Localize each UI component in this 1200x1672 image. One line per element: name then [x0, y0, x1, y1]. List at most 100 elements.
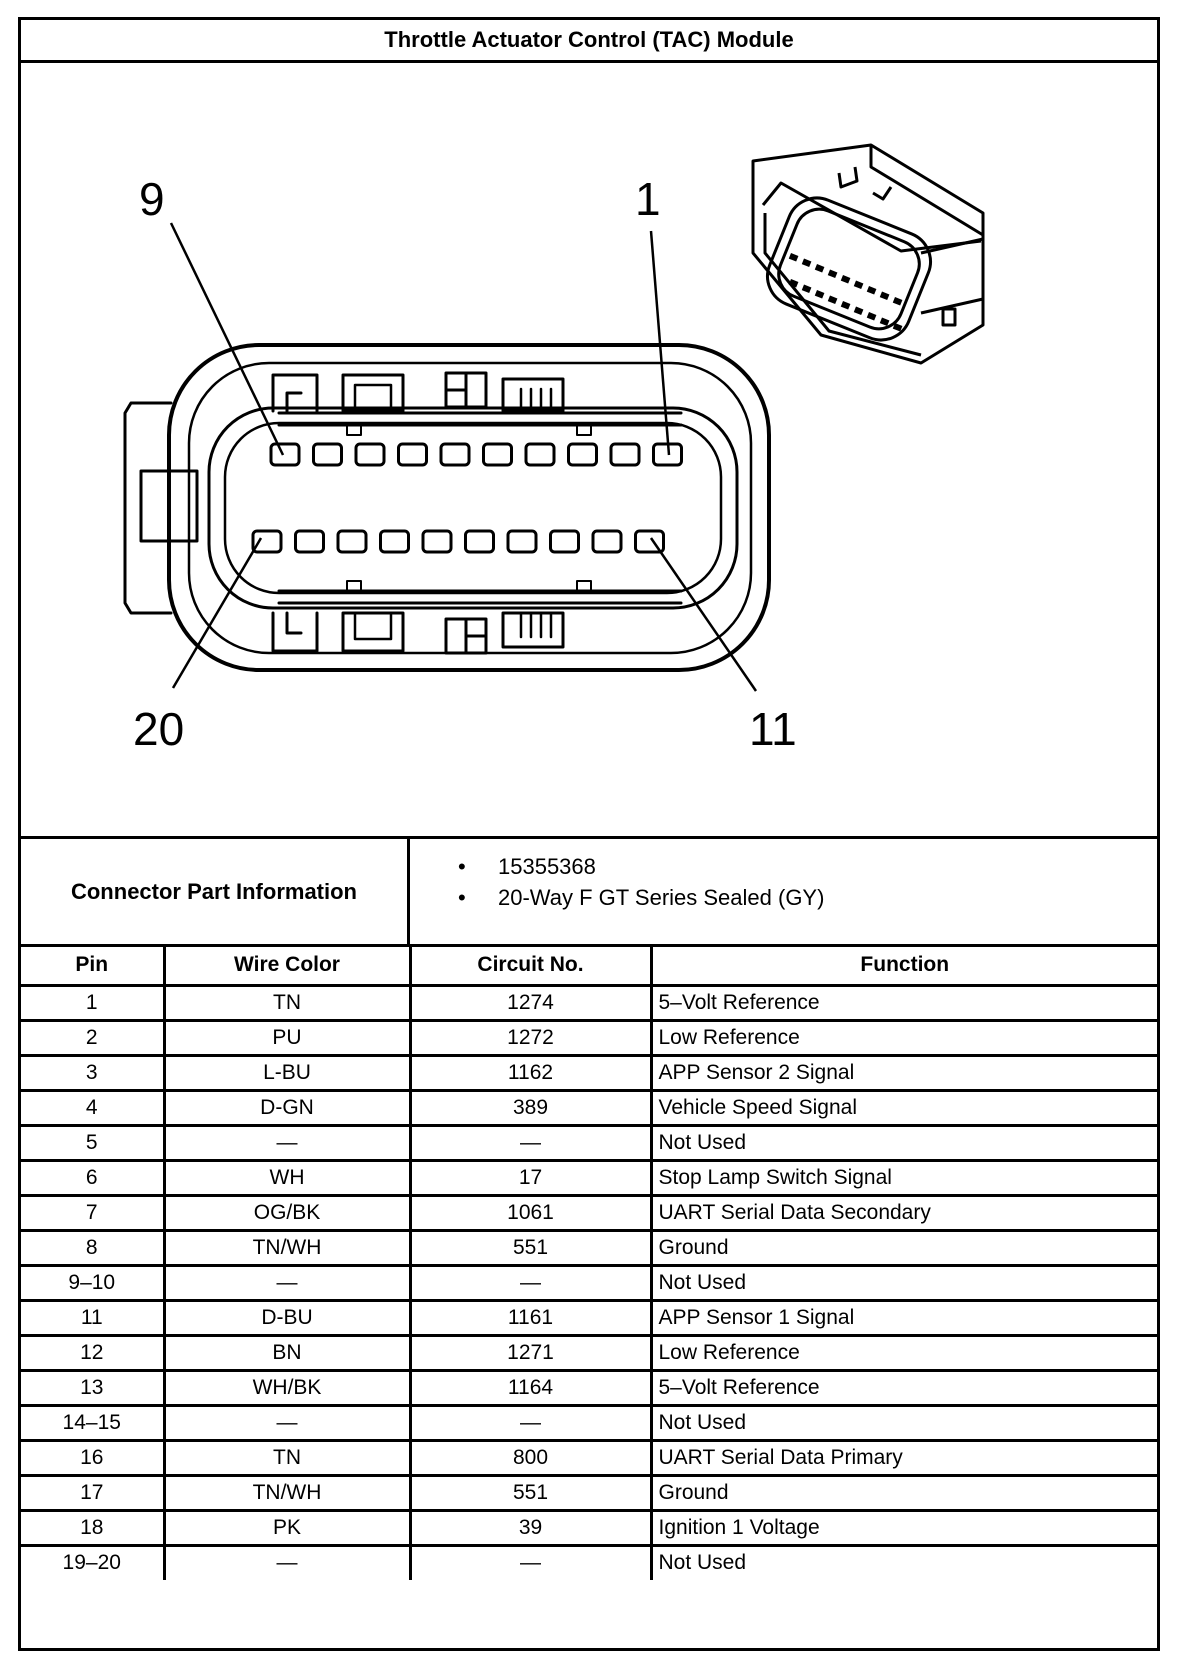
cell-wire-color: —	[164, 1405, 412, 1442]
cell-pin: 16	[21, 1440, 166, 1477]
cell-circuit-no: 1162	[410, 1055, 653, 1092]
cell-wire-color: PK	[164, 1510, 412, 1547]
cell-circuit-no: —	[410, 1405, 653, 1442]
cell-pin: 7	[21, 1195, 166, 1232]
iso-pin-slot	[814, 264, 825, 273]
pin-cavity	[609, 442, 641, 467]
cell-function: APP Sensor 1 Signal	[651, 1300, 1157, 1337]
rail-notch	[346, 424, 362, 436]
cell-circuit-no: 1272	[410, 1020, 653, 1057]
iso-pin-slot	[879, 317, 890, 327]
connector-diagram: 9 1 20 11	[21, 63, 1157, 839]
connector-shell-outer	[167, 343, 771, 672]
cell-pin: 3	[21, 1055, 166, 1092]
cell-circuit-no: 1161	[410, 1300, 653, 1337]
iso-pin-slot	[879, 291, 890, 301]
iso-pin-slot	[840, 300, 851, 310]
cell-function: Not Used	[658, 1551, 747, 1575]
key-feature	[271, 611, 319, 653]
cell-wire-color: —	[164, 1265, 412, 1302]
key-feature	[353, 611, 393, 641]
cell-wire-color: TN/WH	[164, 1475, 412, 1512]
connector-info-list: 15355368 20-Way F GT Series Sealed (GY)	[410, 839, 1157, 944]
pin-cavity	[506, 529, 538, 554]
connector-seal-outer	[207, 406, 739, 610]
cell-wire-color: WH/BK	[164, 1370, 412, 1407]
cell-wire-color: —	[164, 1545, 412, 1580]
cell-wire-color: D-GN	[164, 1090, 412, 1127]
cell-circuit-no: —	[410, 1265, 653, 1302]
table-row: 5——Not Used	[21, 1125, 1157, 1162]
pin-cavity	[379, 529, 410, 554]
connector-part-information: Connector Part Information 15355368 20-W…	[21, 839, 1157, 947]
iso-pin-slot	[827, 295, 838, 305]
connector-description: 20-Way F GT Series Sealed (GY)	[458, 882, 1157, 913]
cell-circuit-no: 800	[410, 1440, 653, 1477]
cell-pin: 8	[21, 1230, 166, 1267]
pin-cavity	[312, 442, 343, 467]
cell-circuit-no: 1164	[410, 1370, 653, 1407]
cell-wire-color: WH	[164, 1160, 412, 1197]
header-function: Function	[651, 947, 1157, 987]
connector-info-label: Connector Part Information	[21, 839, 410, 944]
cell-function: Not Used	[651, 1405, 1157, 1442]
iso-pin-slot	[788, 279, 799, 288]
cell-pin: 12	[21, 1335, 166, 1372]
key-feature	[501, 377, 565, 413]
cell-function: APP Sensor 2 Signal	[651, 1055, 1157, 1092]
cell-circuit-no: —	[410, 1545, 653, 1580]
cell-function: Low Reference	[651, 1335, 1157, 1372]
part-number: 15355368	[458, 851, 1157, 882]
cell-function: Low Reference	[651, 1020, 1157, 1057]
table-row: 14–15——Not Used	[21, 1405, 1157, 1442]
iso-pin-slot	[866, 311, 877, 321]
rail-notch	[576, 580, 592, 592]
cell-function: Ground	[651, 1230, 1157, 1267]
pin-cavity	[591, 529, 623, 554]
cell-circuit-no: 1271	[410, 1335, 653, 1372]
cell-pin: 6	[21, 1160, 166, 1197]
pin-cavity	[482, 442, 513, 467]
cell-pin: 9–10	[21, 1265, 166, 1302]
leader-line-pin-11	[649, 537, 758, 692]
table-row: 9–10——Not Used	[21, 1265, 1157, 1302]
iso-pin-slot	[801, 258, 812, 268]
iso-pin-slot	[853, 306, 864, 316]
cell-function: UART Serial Data Secondary	[651, 1195, 1157, 1232]
callout-pin-1: 1	[635, 173, 661, 225]
table-header-row: Pin Wire Color Circuit No. Function	[21, 947, 1157, 987]
cell-pin: 17	[21, 1475, 166, 1512]
cell-function: Ground	[651, 1475, 1157, 1512]
pin-cavity	[549, 529, 580, 554]
pin-cavity	[524, 442, 556, 467]
pin-cavity	[354, 442, 386, 467]
cell-wire-color: —	[164, 1125, 412, 1162]
cell-pin: 19–20	[21, 1545, 166, 1580]
cell-function: 5–Volt Reference	[651, 1370, 1157, 1407]
cell-circuit-no: 39	[410, 1510, 653, 1547]
cell-wire-color: TN/WH	[164, 1230, 412, 1267]
cell-pin: 14–15	[21, 1405, 166, 1442]
cell-wire-color: BN	[164, 1335, 412, 1372]
cell-function: Not Used	[651, 1125, 1157, 1162]
pin-cavity	[421, 529, 453, 554]
cell-wire-color: D-BU	[164, 1300, 412, 1337]
iso-pin-slot	[788, 253, 799, 262]
header-wire-color: Wire Color	[164, 947, 412, 987]
table-row: 19–20——Not Used	[21, 1545, 1157, 1580]
callout-pin-9: 9	[139, 173, 165, 225]
callout-pin-11: 11	[749, 703, 797, 755]
cell-circuit-no: 17	[410, 1160, 653, 1197]
cell-wire-color: OG/BK	[164, 1195, 412, 1232]
key-feature	[501, 611, 565, 649]
pin-cavity	[634, 529, 665, 554]
cell-pin: 5	[21, 1125, 166, 1162]
